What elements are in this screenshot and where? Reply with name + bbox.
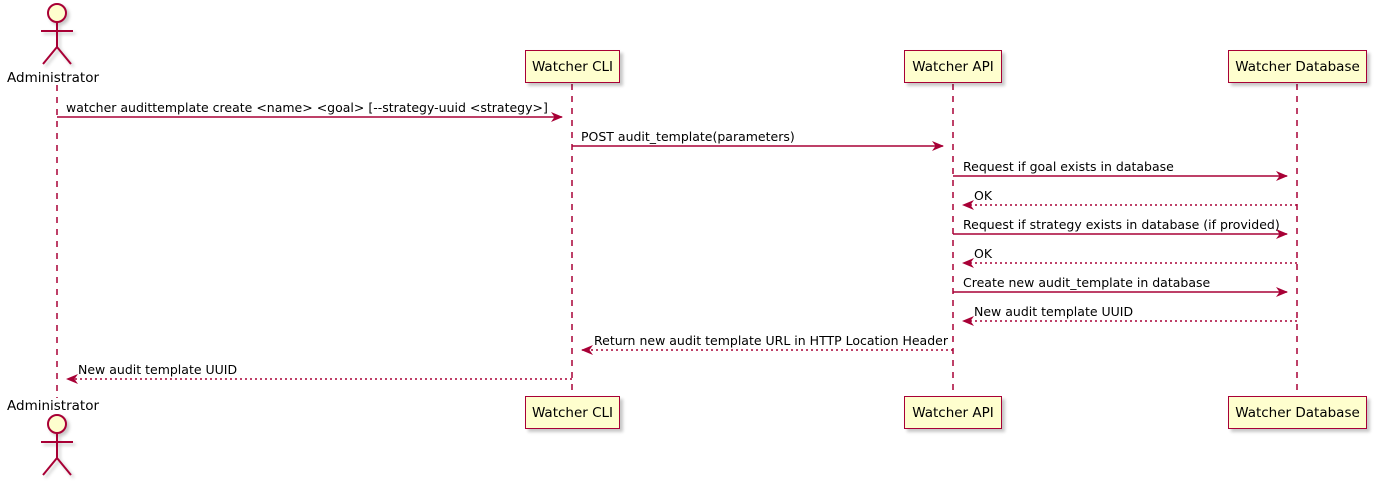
message-label-5: Request if strategy exists in database (… [963,217,1280,232]
message-label-6: OK [974,246,993,261]
participant-box-watcher-cli-bottom[interactable]: Watcher CLI [525,396,620,429]
message-arrows [57,112,1297,384]
actor-administrator-top [41,3,73,65]
participant-box-watcher-api-top[interactable]: Watcher API [904,50,1002,83]
message-label-8: New audit template UUID [974,304,1134,319]
participant-box-watcher-database-top[interactable]: Watcher Database [1228,50,1367,83]
message-label-4: OK [974,188,993,203]
participant-label: Watcher CLI [531,404,614,421]
actor-administrator-bottom [41,414,73,476]
message-label-2: POST audit_template(parameters) [581,129,795,144]
message-label-3: Request if goal exists in database [963,159,1174,174]
message-label-10: New audit template UUID [78,362,238,377]
participant-box-watcher-api-bottom[interactable]: Watcher API [904,396,1002,429]
participant-label: Watcher API [912,404,994,421]
actor-label-administrator-bottom: Administrator [7,398,100,414]
lifelines [56,84,1298,398]
message-label-1: watcher audittemplate create <name> <goa… [66,100,548,115]
message-label-9: Return new audit template URL in HTTP Lo… [594,333,948,348]
participant-label: Watcher API [912,58,994,75]
message-label-7: Create new audit_template in database [963,275,1211,290]
participant-label: Watcher CLI [531,58,614,75]
participant-label: Watcher Database [1235,58,1360,75]
participant-label: Watcher Database [1235,404,1360,421]
actor-label-administrator-top: Administrator [7,70,100,86]
participant-box-watcher-database-bottom[interactable]: Watcher Database [1228,396,1367,429]
participant-box-watcher-cli-top[interactable]: Watcher CLI [525,50,620,83]
